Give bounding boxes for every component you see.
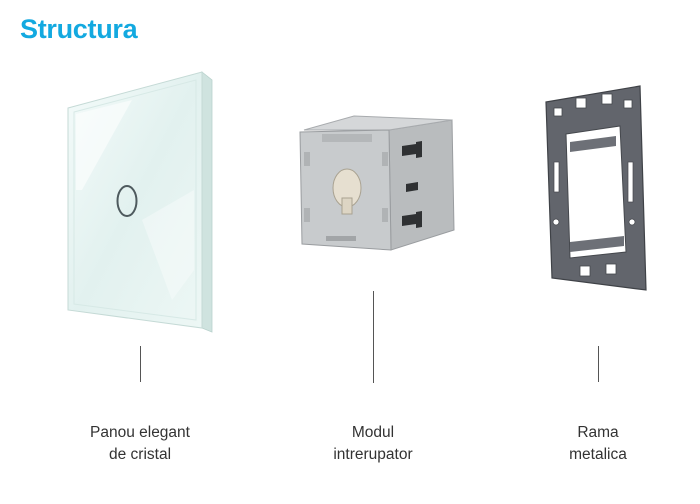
caption-line: Rama (577, 424, 619, 441)
glass-touch-panel-image (67, 71, 213, 333)
caption-line: Panou elegant (90, 424, 190, 441)
page-title: Structura (20, 14, 138, 44)
caption-switch-module: Modul intrerupator (283, 422, 463, 466)
caption-line: intrerupator (333, 446, 413, 463)
caption-metal-frame: Rama metalica (508, 422, 688, 466)
caption-line: metalica (569, 446, 627, 463)
leader-line-metal-frame (598, 346, 599, 382)
switch-module-image (299, 115, 455, 251)
metal-frame-image (545, 85, 647, 291)
caption-glass-panel: Panou elegant de cristal (50, 422, 230, 466)
caption-line: Modul (351, 424, 395, 441)
leader-line-switch-module (373, 291, 374, 383)
leader-line-glass-panel (140, 346, 141, 382)
caption-line: de cristal (108, 446, 172, 463)
